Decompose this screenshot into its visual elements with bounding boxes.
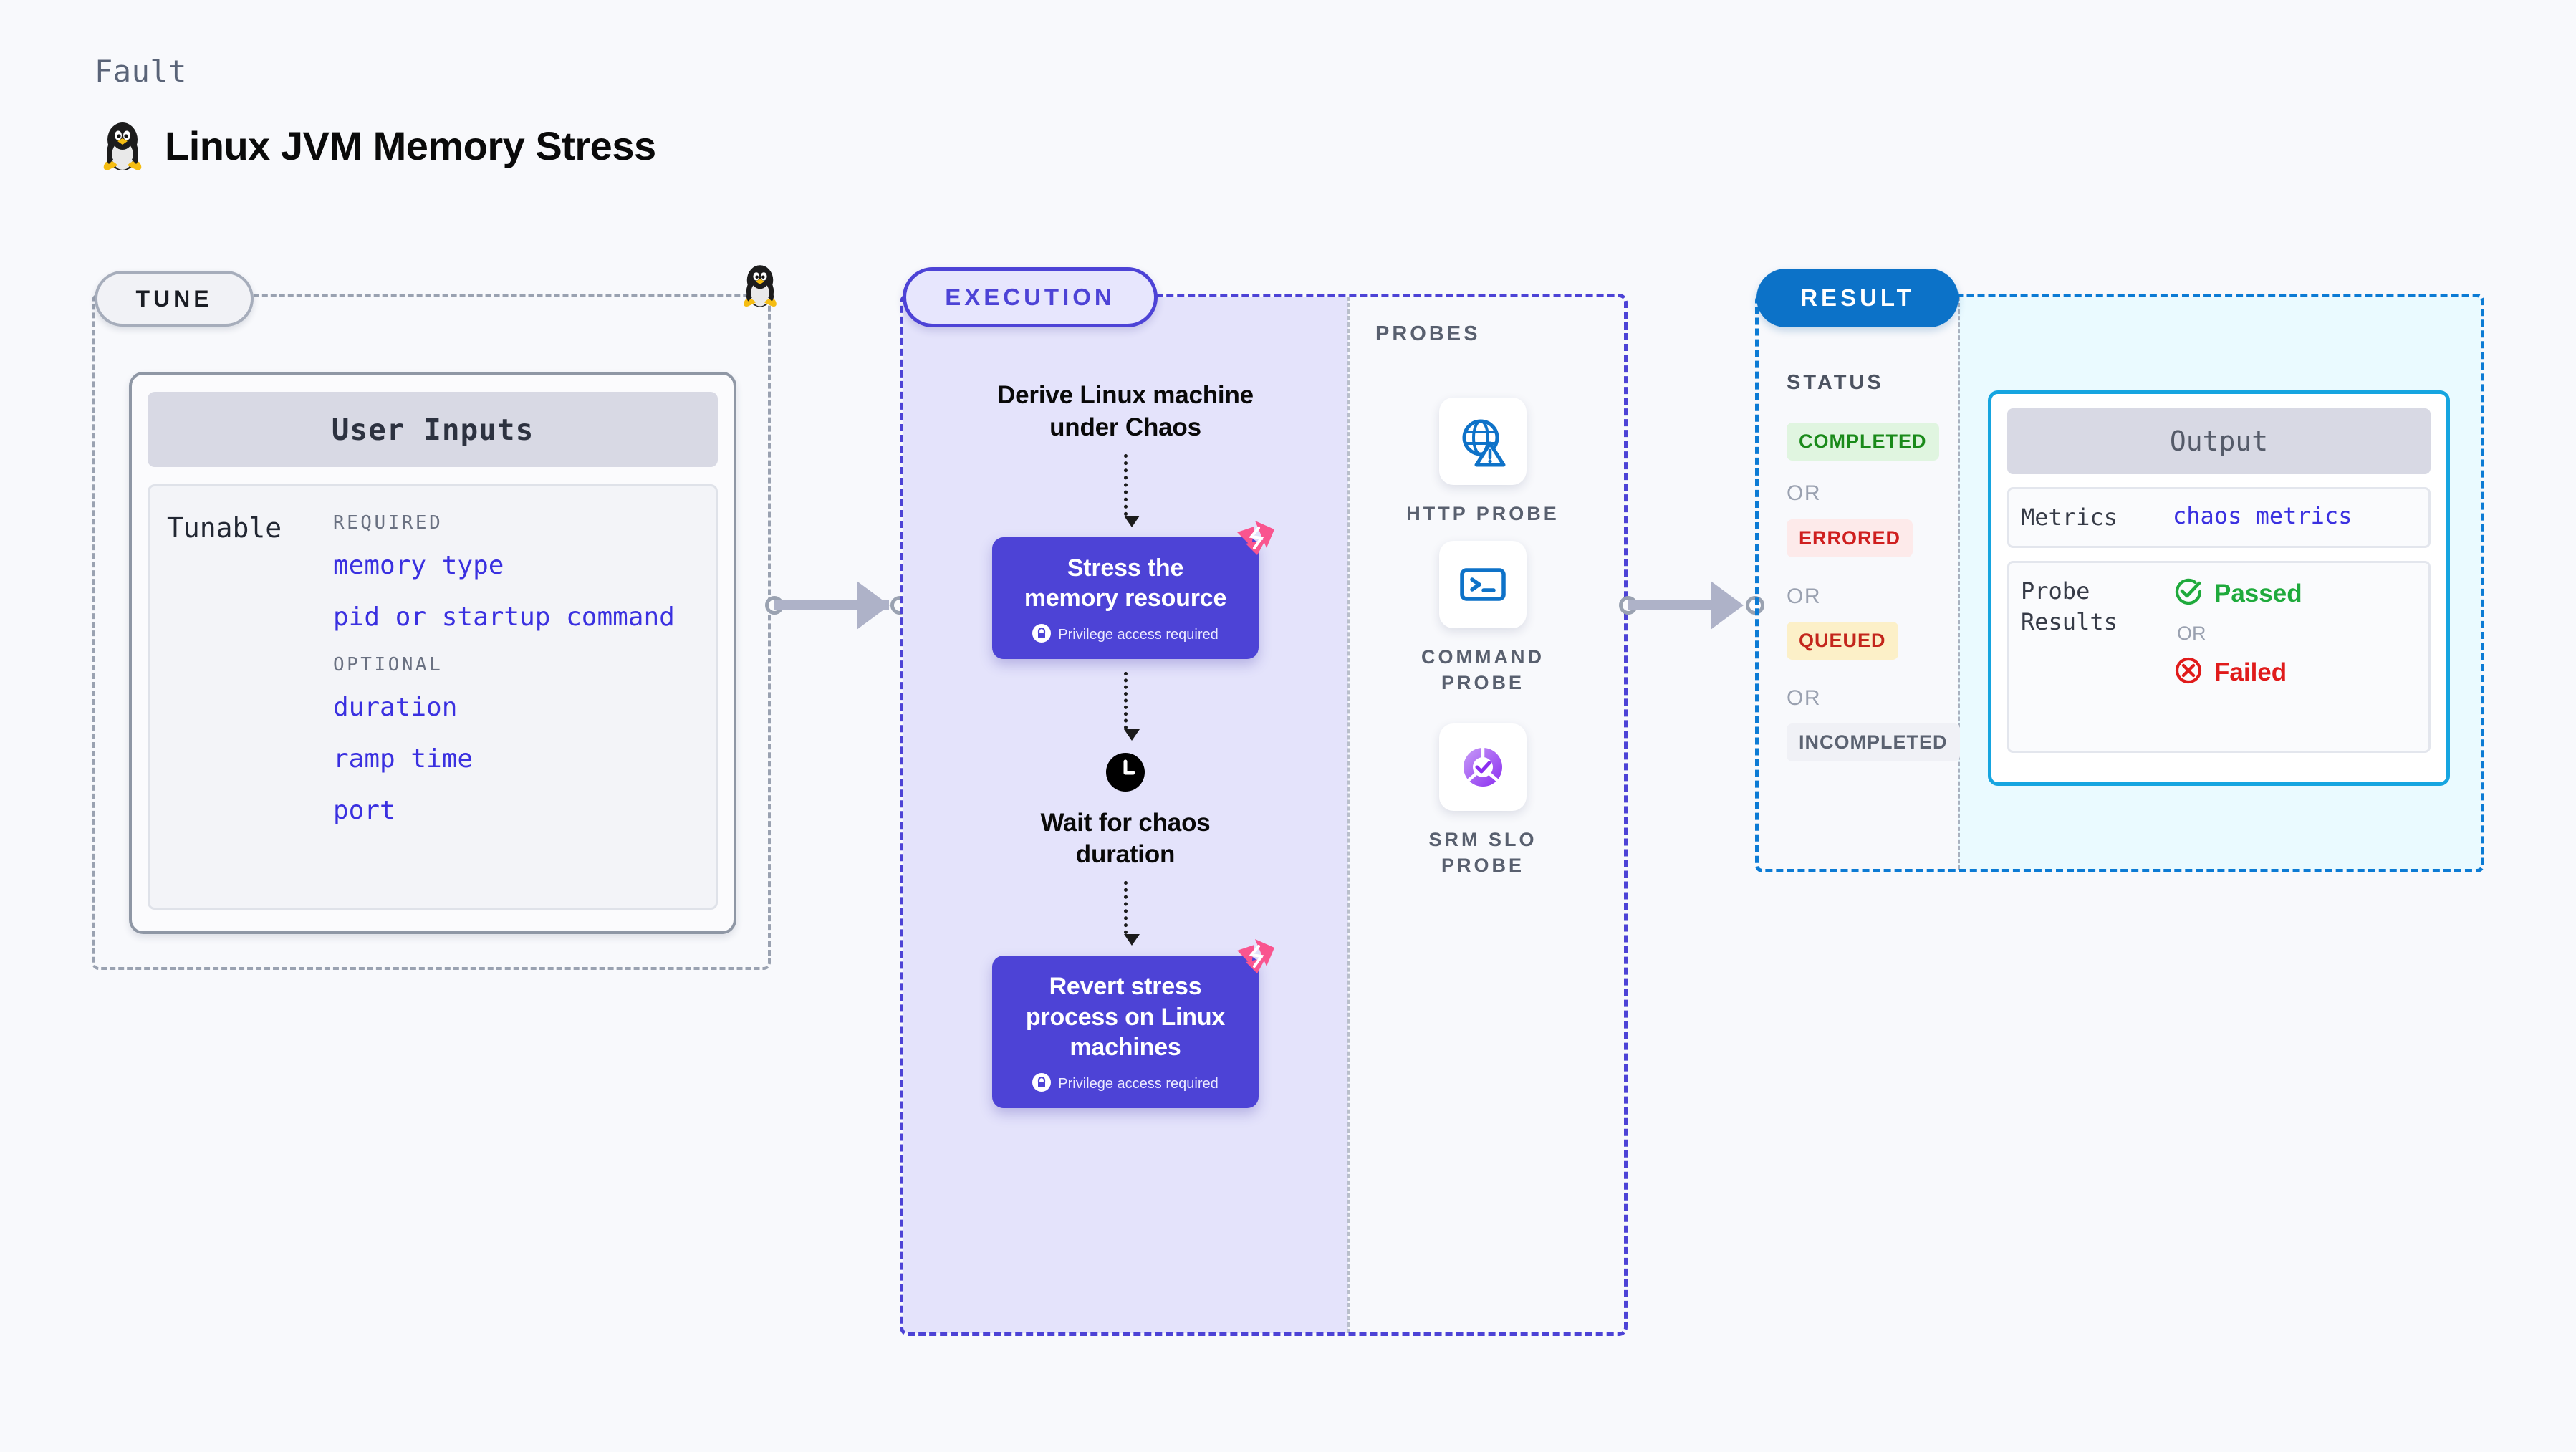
probes-divider <box>1347 297 1350 1333</box>
tune-section-pill: TUNE <box>95 271 254 327</box>
page-title: Linux JVM Memory Stress <box>165 122 656 168</box>
probe-command-label: COMMAND PROBE <box>1421 646 1544 694</box>
flow-step-wait-for-chaos-duration: Wait for chaos duration <box>1040 808 1211 869</box>
required-group-title: REQUIRED <box>333 512 443 534</box>
passed-label: Passed <box>2214 579 2302 607</box>
execution-probes-panel <box>900 294 1628 1336</box>
probe-srm-slo[interactable]: SRM SLO PROBE <box>1393 723 1572 879</box>
flow-step-derive-linux-machine: Derive Linux machine under Chaos <box>997 381 1254 441</box>
tunable-list: REQUIRED memory type pid or startup comm… <box>333 512 716 908</box>
page-title-row: Linux JVM Memory Stress <box>99 118 656 173</box>
x-circle-icon <box>2173 655 2204 690</box>
probe-result-failed: Failed <box>2173 655 2302 690</box>
probe-result-passed: Passed <box>2173 576 2302 611</box>
status-or-2: OR <box>1787 585 1821 608</box>
flow-arrow-3 <box>1124 871 1140 946</box>
tunable-memory-type[interactable]: memory type <box>333 551 504 580</box>
result-panel <box>1755 294 2484 872</box>
status-badge-completed: COMPLETED <box>1787 423 1939 461</box>
metrics-value[interactable]: chaos metrics <box>2173 502 2352 529</box>
lock-icon <box>1032 623 1052 646</box>
status-badge-errored: ERRORED <box>1787 519 1913 557</box>
status-badge-incompleted: INCOMPLETED <box>1787 723 1960 761</box>
probe-results-key: Probe Results <box>2021 577 2118 636</box>
result-divider <box>1958 297 1960 870</box>
flow-arrow-1 <box>1124 444 1140 527</box>
status-badge-queued: QUEUED <box>1787 622 1898 660</box>
failed-label: Failed <box>2214 658 2287 686</box>
page-eyebrow: Fault <box>95 54 187 89</box>
globe-warning-icon <box>1439 398 1527 485</box>
tunable-box: Tunable REQUIRED memory type pid or star… <box>148 484 718 910</box>
privilege-note-text: Privilege access required <box>1058 1075 1219 1092</box>
flow-step-stress-memory-resource[interactable]: Stress the memory resource Privilege acc… <box>992 520 1274 659</box>
tunable-pid-or-startup-command[interactable]: pid or startup command <box>333 602 675 632</box>
output-card: Output Metrics chaos metrics Probe Resul… <box>1988 390 2450 786</box>
result-section-pill: RESULT <box>1756 269 1959 327</box>
metrics-key: Metrics <box>2021 504 2118 531</box>
probe-result-or: OR <box>2177 622 2206 645</box>
output-metrics-row: Metrics chaos metrics <box>2007 487 2431 549</box>
check-circle-icon <box>2173 576 2204 611</box>
linux-penguin-icon <box>99 118 146 173</box>
execution-section-pill: EXECUTION <box>903 267 1158 327</box>
tunable-row-label: Tunable <box>167 512 282 544</box>
optional-group-title: OPTIONAL <box>333 654 443 675</box>
tune-panel <box>92 294 771 970</box>
chaos-corner-badge-icon <box>1234 519 1276 560</box>
lock-icon <box>1032 1072 1052 1095</box>
flow-arrow-2 <box>1124 659 1140 741</box>
terminal-icon <box>1439 541 1527 628</box>
probe-http-label: HTTP PROBE <box>1406 503 1559 524</box>
flow-step-revert-stress-process[interactable]: Revert stress process on Linux machines … <box>992 939 1274 1108</box>
tunable-ramp-time[interactable]: ramp time <box>333 744 474 774</box>
privilege-note: Privilege access required <box>1005 623 1246 646</box>
action-label: Revert stress process on Linux machines <box>1025 973 1226 1062</box>
privilege-note: Privilege access required <box>1005 1072 1246 1095</box>
probe-http[interactable]: HTTP PROBE <box>1393 398 1572 527</box>
status-or-1: OR <box>1787 481 1821 505</box>
probes-section-label: PROBES <box>1375 322 1481 345</box>
action-label: Stress the memory resource <box>1024 554 1227 612</box>
user-inputs-title: User Inputs <box>148 392 718 467</box>
user-inputs-card: User Inputs Tunable REQUIRED memory type… <box>129 372 736 934</box>
probe-results-values: Passed OR Failed <box>2173 576 2302 690</box>
status-or-3: OR <box>1787 686 1821 710</box>
linux-penguin-icon <box>739 261 781 309</box>
tunable-duration[interactable]: duration <box>333 693 458 722</box>
execution-flow: Derive Linux machine under Chaos Stress … <box>906 380 1345 1108</box>
tunable-port[interactable]: port <box>333 796 395 825</box>
probe-command[interactable]: COMMAND PROBE <box>1393 541 1572 696</box>
output-title: Output <box>2007 408 2431 474</box>
output-probe-results-row: Probe Results Passed OR <box>2007 561 2431 754</box>
chaos-corner-badge-icon <box>1234 938 1276 979</box>
probe-srm-slo-label: SRM SLO PROBE <box>1428 829 1537 877</box>
slo-donut-check-icon <box>1439 723 1527 811</box>
clock-icon <box>1105 752 1145 796</box>
privilege-note-text: Privilege access required <box>1058 626 1219 643</box>
status-label: STATUS <box>1787 371 1884 394</box>
